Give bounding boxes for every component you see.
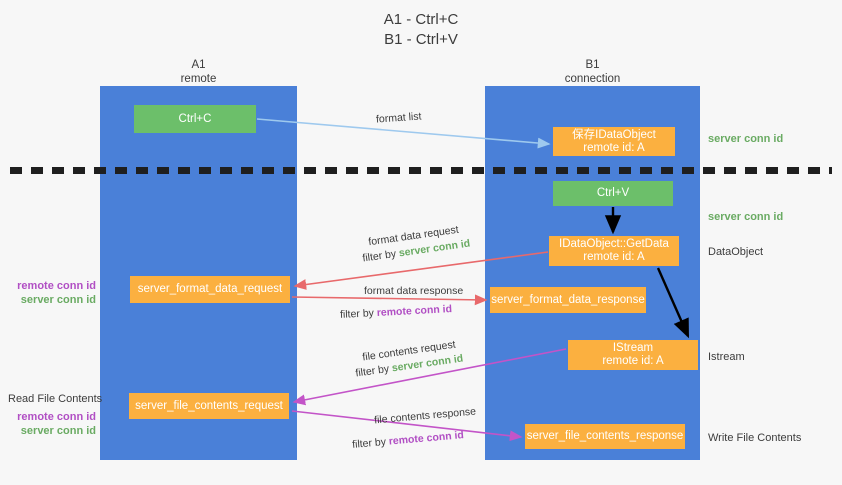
box-istream-line1: IStream (612, 342, 654, 354)
remote-conn-id-text-2: remote conn id (388, 429, 465, 448)
lane-header-a1: A1 remote (100, 58, 297, 86)
annotation-write-file-contents: Write File Contents (708, 431, 801, 445)
box-save-idataobject-line2: remote id: A (583, 141, 645, 154)
annotation-read-file-contents: Read File Contents (8, 392, 102, 406)
box-idataobject-getdata[interactable]: IDataObject::GetData remote id: A (549, 236, 679, 266)
annotation-conn-ids-format: remote conn id server conn id (8, 279, 96, 307)
annotation-read-file-contents-text: Read File Contents (8, 393, 103, 405)
lane-b1-role: connection (564, 73, 621, 85)
box-save-idataobject-line1: 保存IDataObject (572, 128, 656, 141)
page-title: A1 - Ctrl+C B1 - Ctrl+V (0, 10, 842, 50)
annotation-server-conn-id-top: server conn id (708, 132, 783, 146)
lane-a1-name: A1 (191, 59, 206, 71)
box-server-format-data-request[interactable]: server_format_data_request (130, 276, 290, 303)
edge-label-filter-remote-conn-2: filter by remote conn id (352, 428, 465, 452)
annotation-server-conn-id-top-text: server conn id (708, 133, 784, 145)
edge-label-format-data-response: format data response (364, 284, 463, 298)
remote-conn-id-text-1: remote conn id (376, 303, 453, 319)
lane-a1-role: remote (180, 73, 217, 85)
box-server-format-data-request-label: server_format_data_request (137, 283, 283, 295)
filter-by-text-4: filter by (351, 435, 387, 451)
box-server-format-data-response-label: server_format_data_response (491, 293, 645, 306)
annotation-remote-conn-id-1: remote conn id (17, 280, 96, 292)
edge-label-file-contents-response-text: file contents response (373, 405, 477, 427)
filter-by-text-3: filter by (354, 362, 390, 380)
box-ctrl-v[interactable]: Ctrl+V (553, 181, 673, 206)
lane-header-b1: B1 connection (485, 58, 700, 86)
box-server-file-contents-request-label: server_file_contents_request (135, 399, 283, 412)
annotation-server-conn-id-mid: server conn id (708, 210, 783, 224)
annotation-server-conn-id-1: server conn id (20, 294, 96, 306)
title-line-2: B1 - Ctrl+V (384, 31, 458, 48)
annotation-istream-text: Istream (708, 351, 745, 363)
filter-by-text-1: filter by (361, 247, 397, 265)
title-line-1: A1 - Ctrl+C (383, 11, 459, 28)
annotation-conn-ids-file: remote conn id server conn id (8, 410, 96, 438)
annotation-server-conn-id-2: server conn id (20, 425, 96, 437)
box-server-format-data-response[interactable]: server_format_data_response (490, 287, 646, 313)
box-save-idataobject[interactable]: 保存IDataObject remote id: A (553, 127, 675, 156)
annotation-server-conn-id-mid-text: server conn id (708, 211, 784, 223)
annotation-dataobject-text: DataObject (708, 246, 764, 258)
edge-label-format-data-response-text: format data response (364, 285, 464, 297)
box-idataobject-getdata-line2: remote id: A (583, 251, 645, 263)
box-istream[interactable]: IStream remote id: A (568, 340, 698, 370)
box-istream-line2: remote id: A (602, 355, 664, 367)
lane-b1-name: B1 (585, 59, 600, 71)
filter-by-text-2: filter by (339, 307, 375, 321)
edge-label-file-contents-response: file contents response (374, 405, 477, 428)
box-ctrl-c[interactable]: Ctrl+C (134, 105, 256, 133)
box-server-file-contents-response[interactable]: server_file_contents_response (525, 424, 685, 449)
box-ctrl-v-label: Ctrl+V (596, 187, 630, 199)
edge-label-format-list: format list (376, 109, 422, 126)
annotation-istream: Istream (708, 350, 745, 364)
box-server-file-contents-request[interactable]: server_file_contents_request (129, 393, 289, 419)
annotation-dataobject: DataObject (708, 245, 763, 259)
annotation-remote-conn-id-2: remote conn id (17, 411, 96, 423)
edge-label-format-list-text: format list (375, 110, 422, 126)
annotation-write-file-contents-text: Write File Contents (708, 432, 802, 444)
edge-label-filter-remote-conn-1: filter by remote conn id (340, 302, 453, 322)
box-server-file-contents-response-label: server_file_contents_response (526, 430, 684, 442)
box-idataobject-getdata-line1: IDataObject::GetData (559, 238, 669, 250)
phase-divider (10, 167, 832, 174)
box-ctrl-c-label: Ctrl+C (178, 112, 212, 125)
